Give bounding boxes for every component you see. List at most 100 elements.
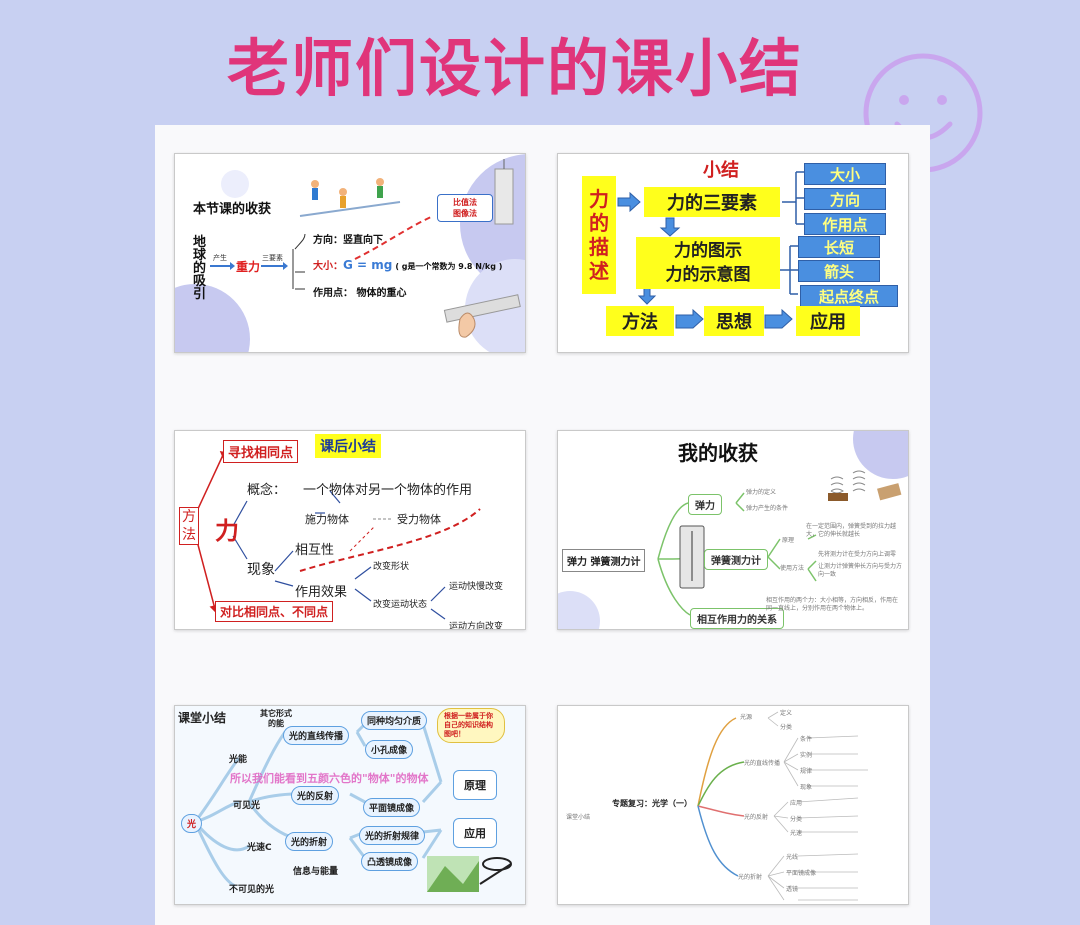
action-point-text: 作用点： 物体的重心	[313, 288, 407, 299]
application-box: 应用	[453, 818, 497, 848]
application-box: 应用	[796, 306, 860, 336]
refraction-law: 光的折射规律	[359, 826, 426, 845]
card1-title: 本节课的收获	[193, 202, 272, 217]
branch-refraction: 光的折射	[738, 874, 763, 881]
elastic-node: 弹力	[688, 494, 722, 515]
meter-node: 弹簧测力计	[704, 549, 768, 570]
card4-decor	[558, 431, 908, 629]
method-box: 方法	[606, 306, 674, 336]
force-char: 力	[215, 516, 239, 545]
three-elements-label: 三要素	[262, 254, 283, 262]
note-condition: 条件	[800, 736, 813, 743]
light-energy: 光能	[229, 755, 248, 765]
principle-node: 原理	[782, 537, 795, 544]
magnitude-text: 大小：G = mg( g是一个常数为 9.8 N/kg )	[313, 258, 503, 272]
invisible-light: 不可见的光	[229, 885, 275, 895]
refraction-node: 光的折射	[285, 832, 334, 851]
usage-node: 使用方法	[780, 565, 805, 572]
skier-figures	[299, 178, 401, 217]
speed-change: 运动快慢改变	[449, 582, 504, 592]
speed-of-light: 光速C	[247, 843, 272, 853]
uniform-medium: 同种均匀介质	[361, 711, 428, 730]
force-diagram-box: 力的图示力的示意图	[636, 237, 780, 289]
card6-mindmap-lines	[697, 711, 868, 901]
gravity-label: 重力	[236, 260, 261, 274]
methods-box: 比值法图像法	[437, 194, 493, 222]
summary-card-light[interactable]: 课堂小结 其它形式的能 光能 所以我们能看到五颜六色的"物体"的物体 可见光 光…	[174, 705, 526, 905]
note-classification: 分类	[780, 724, 793, 731]
note-plane-mirror: 平面镜成像	[786, 870, 817, 877]
three-elements-box: 力的三要素	[644, 187, 780, 217]
reflection-node: 光的反射	[291, 786, 340, 805]
exerting-object: 施力物体	[305, 513, 349, 526]
other-energy: 其它形式的能	[260, 709, 292, 728]
usage-note-2: 让测力计弹簧伸长方向与受力方向一致	[818, 563, 903, 578]
direction-text: 方向：竖直向下	[313, 235, 383, 246]
note-light-ray: 光线	[786, 854, 799, 861]
principle-note: 在一定范围内，弹簧受到的拉力越大，它的伸长就越长	[806, 523, 897, 538]
branch-reflection: 光的反射	[744, 814, 769, 821]
change-motion: 改变运动状态	[373, 600, 428, 610]
center-topic: 弹力 弹簧测力计	[562, 549, 646, 572]
summary-card-gravity[interactable]: 本节课的收获 地球的吸引 产生 重力 三要素 方向：竖直向下 大小：G = mg…	[174, 153, 526, 353]
concept-text: 一个物体对另一个物体的作用	[303, 483, 473, 498]
page-title: 老师们设计的课小结	[226, 32, 803, 105]
card2-arrows	[617, 171, 804, 329]
find-same-label: 寻找相同点	[223, 440, 299, 463]
arrow-box: 箭头	[798, 260, 880, 282]
visible-light: 可见光	[233, 801, 261, 811]
branch-light-source: 光源	[740, 714, 753, 721]
earth-attraction-label: 地球的吸引	[193, 235, 207, 302]
note-classification-2: 分类	[790, 816, 803, 823]
info-energy: 信息与能量	[293, 867, 339, 877]
note-application: 应用	[790, 800, 803, 807]
straight-propagation: 光的直线传播	[283, 726, 350, 745]
phenomenon-label: 现象	[247, 562, 275, 578]
mutual-force-note: 相互作用的两个力：大小相等，方向相反，作用在同一直线上，分别作用在两个物体上。	[766, 597, 899, 612]
length-box: 长短	[798, 236, 880, 258]
effect-label: 作用效果	[295, 585, 348, 600]
note-law: 规律	[800, 768, 813, 775]
card3-arrows	[196, 451, 481, 620]
usage-note-1: 先将测力计在受力方向上调零	[818, 551, 897, 558]
magnitude-box: 大小	[804, 163, 886, 185]
mutual-force-node: 相互作用力的关系	[690, 608, 784, 629]
change-shape: 改变形状	[373, 562, 410, 572]
card5-title: 课堂小结	[178, 711, 227, 725]
elastic-condition: 弹力产生的条件	[746, 505, 789, 512]
banner-text: 所以我们能看到五颜六色的"物体"的物体	[230, 772, 429, 785]
note-phenomenon: 现象	[800, 784, 813, 791]
card2-heading: 小结	[703, 160, 739, 181]
summary-card-optics-review[interactable]: 专题复习：光学（一） 课堂小结 光源 光的直线传播 光的反射 光的折射 定义 分…	[557, 705, 909, 905]
summary-card-force-concept[interactable]: 寻找相同点 课后小结 方法 力 概念： 一个物体对另一个物体的作用 施力物体 受…	[174, 430, 526, 630]
method-vertical: 方法	[179, 507, 199, 545]
summary-card-force-description[interactable]: 小结 力的描述 力的三要素 大小 方向 作用点 力的图示力的示意图 长短 箭头 …	[557, 153, 909, 353]
elastic-definition: 弹力的定义	[746, 489, 777, 496]
optics-left-note: 课堂小结	[566, 814, 591, 821]
mutual-label: 相互性	[295, 543, 335, 558]
after-class-summary: 课后小结	[315, 434, 381, 458]
note-definition: 定义	[780, 710, 793, 717]
receiving-object: 受力物体	[397, 513, 441, 526]
summary-card-elastic-force[interactable]: 我的收获 弹力 弹簧测力计 弹力 弹力的定义 弹力产生的条件 弹簧测力计 原理 …	[557, 430, 909, 630]
note-example: 实例	[800, 752, 813, 759]
compare-label: 对比相同点、不同点	[215, 601, 334, 622]
note-speed: 光速	[790, 830, 803, 837]
convex-lens: 凸透镜成像	[361, 852, 419, 871]
action-point-box: 作用点	[804, 213, 886, 235]
card1-decor	[175, 154, 525, 352]
card4-title: 我的收获	[678, 441, 758, 465]
produce-label: 产生	[213, 254, 227, 262]
plane-mirror: 平面镜成像	[363, 798, 421, 817]
principle-box: 原理	[453, 770, 497, 800]
start-end-box: 起点终点	[800, 285, 898, 307]
concept-label: 概念：	[247, 483, 287, 498]
direction-box: 方向	[804, 188, 886, 210]
pinhole-imaging: 小孔成像	[365, 740, 414, 759]
force-description-vertical: 力的描述	[582, 176, 616, 294]
direction-change: 运动方向改变	[449, 622, 504, 630]
light-node: 光	[181, 814, 203, 833]
branch-straight: 光的直线传播	[744, 760, 781, 767]
cloud-note: 根据一些属于你自己的知识结构图吧！	[437, 708, 505, 743]
optics-center: 专题复习：光学（一）	[612, 799, 692, 808]
